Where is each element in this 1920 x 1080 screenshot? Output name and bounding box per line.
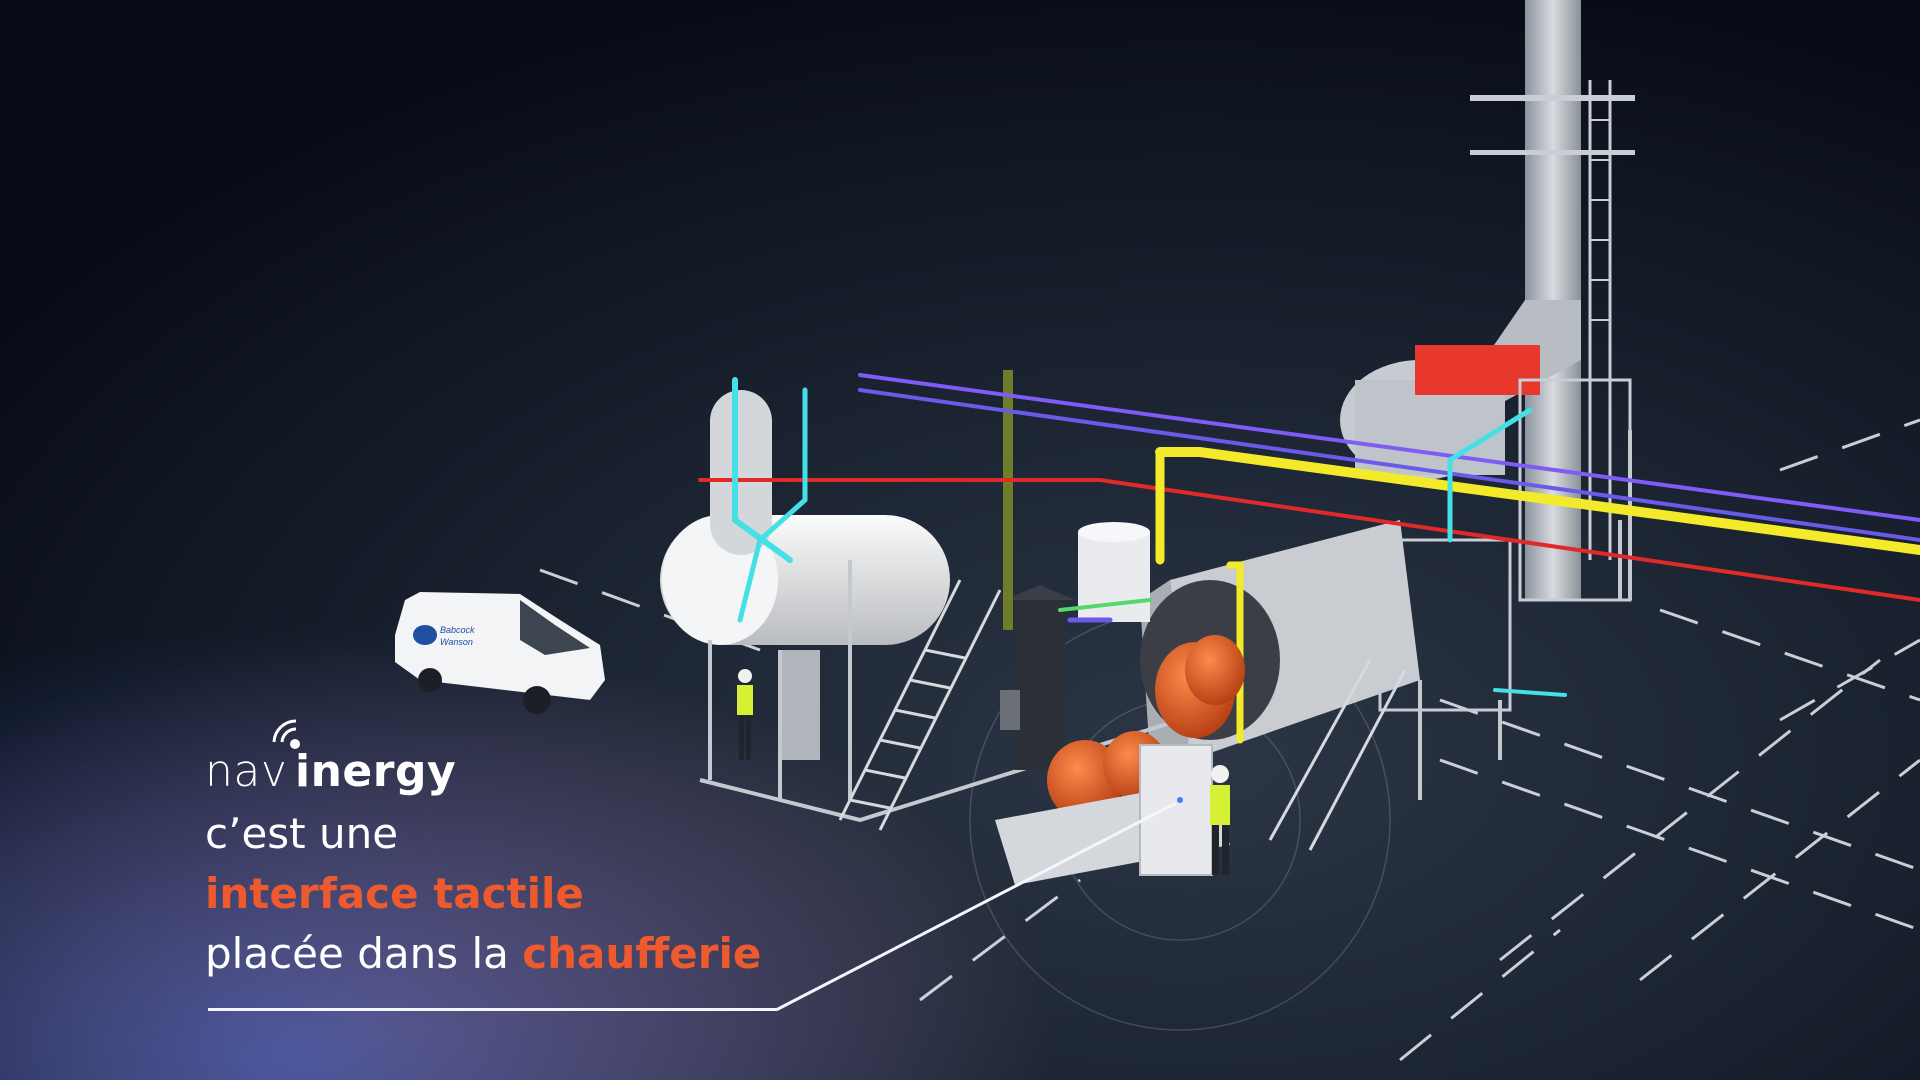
van-label-2: Wanson (440, 637, 473, 647)
floor-markings (539, 418, 1920, 1062)
callout-line (775, 801, 1177, 1012)
feedwater-tank (660, 390, 950, 760)
piping (698, 373, 1920, 744)
service-van: Babcock Wanson (395, 592, 605, 714)
burner (1047, 635, 1245, 820)
van-label-1: Babcock (440, 625, 475, 635)
flue-stack (1000, 585, 1075, 770)
vent-pipe (1003, 370, 1013, 630)
worker-figure (737, 669, 753, 760)
stairs (838, 579, 1407, 851)
steel-structure (699, 430, 1632, 823)
operator-figure (1210, 765, 1230, 875)
economizer (1340, 345, 1632, 602)
